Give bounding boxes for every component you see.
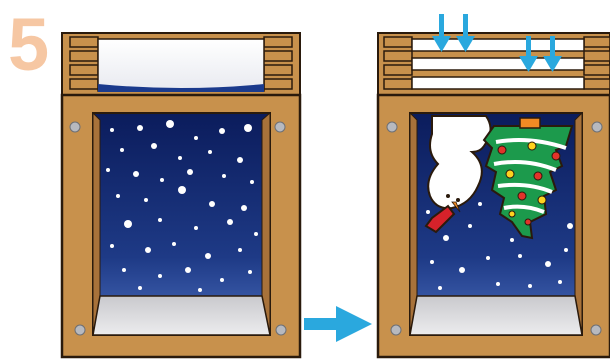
bolt-icon [75,325,85,335]
bolt-icon [592,122,602,132]
cardboard-box-right [378,33,610,357]
bolt-icon [591,325,601,335]
box-top-slats [378,33,610,95]
stage-floor [93,296,270,335]
bolt-icon [276,325,286,335]
right-arrow-icon [304,306,372,342]
bolt-icon [391,325,401,335]
box-top-slats [62,33,300,95]
stage-floor [410,296,582,335]
bolt-icon [275,122,285,132]
cardboard-box-left [62,33,300,357]
bolt-icon [387,122,397,132]
bolt-icon [70,122,80,132]
